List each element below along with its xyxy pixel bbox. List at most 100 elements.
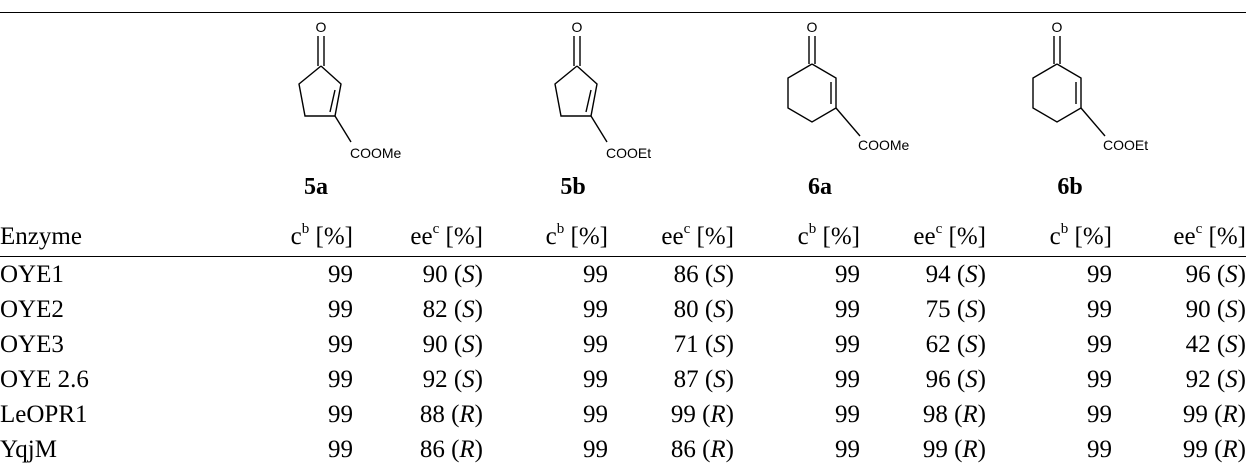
column-header-conversion: cb [%] — [228, 218, 353, 257]
ee-number: 80 ( — [673, 295, 714, 323]
enzyme-name: OYE3 — [0, 330, 64, 358]
configuration-label: S — [462, 365, 475, 393]
conversion-value: 99 — [1087, 365, 1112, 393]
conversion-symbol: c — [797, 223, 809, 250]
ee-value: 80 (S) — [608, 292, 734, 327]
ee-value: 86 (R) — [608, 432, 734, 467]
enzyme-name: OYE2 — [0, 295, 64, 323]
conversion-value: 99 — [835, 330, 860, 358]
conversion-value: 99 — [583, 400, 608, 428]
conversion-value: 99 — [835, 295, 860, 323]
ee-number: 99 ( — [1182, 435, 1223, 463]
enzyme-results-table: Enzyme cb [%] eec [%] cb [%] eec [%] cb … — [0, 218, 1246, 467]
ee-value: 92 (S) — [353, 362, 483, 397]
structure-5a: O COOMe — [258, 18, 402, 168]
closing-paren: ) — [725, 435, 734, 463]
enzyme-name: LeOPR1 — [0, 400, 88, 428]
closing-paren: ) — [977, 435, 986, 463]
footnote-mark: c — [683, 220, 691, 237]
closing-paren: ) — [1237, 435, 1246, 463]
closing-paren: ) — [1237, 330, 1246, 358]
substituent-label-6a: COOMe — [858, 137, 910, 153]
unit-label: [%] — [816, 223, 860, 250]
unit-label: [%] — [942, 223, 986, 250]
ee-symbol: ee — [913, 223, 936, 250]
ee-value: 82 (S) — [353, 292, 483, 327]
conversion-symbol: c — [290, 223, 302, 250]
compound-label-6a: 6a — [808, 174, 832, 200]
ee-number: 92 ( — [1185, 365, 1226, 393]
closing-paren: ) — [977, 365, 986, 393]
oxygen-label: O — [572, 19, 583, 35]
ee-number: 62 ( — [925, 330, 966, 358]
conversion-value: 99 — [328, 260, 353, 288]
ee-value: 96 (S) — [860, 362, 986, 397]
closing-paren: ) — [725, 260, 734, 288]
ee-symbol: ee — [1173, 223, 1196, 250]
ee-number: 86 ( — [670, 435, 711, 463]
ee-value: 90 (S) — [1112, 292, 1246, 327]
ee-number: 87 ( — [673, 365, 714, 393]
column-header-ee: eec [%] — [860, 218, 986, 257]
ee-value: 99 (R) — [608, 397, 734, 432]
column-header-ee: eec [%] — [353, 218, 483, 257]
ee-value: 62 (S) — [860, 327, 986, 362]
enzyme-name: YqjM — [0, 435, 57, 463]
ee-value: 86 (R) — [353, 432, 483, 467]
compound-label-5b: 5b — [560, 174, 586, 200]
configuration-label: R — [1222, 400, 1238, 428]
ee-number: 99 ( — [922, 435, 963, 463]
ee-value: 94 (S) — [860, 257, 986, 293]
closing-paren: ) — [725, 400, 734, 428]
footnote-mark: c — [935, 220, 943, 237]
substituent-label-6b: COOEt — [1103, 137, 1148, 153]
configuration-label: S — [713, 365, 726, 393]
closing-paren: ) — [474, 365, 483, 393]
structure-5b: O COOEt — [514, 18, 651, 168]
ee-number: 88 ( — [419, 400, 460, 428]
closing-paren: ) — [1237, 400, 1246, 428]
ee-number: 71 ( — [673, 330, 714, 358]
ee-number: 90 ( — [422, 330, 463, 358]
ee-value: 96 (S) — [1112, 257, 1246, 293]
conversion-value: 99 — [1087, 295, 1112, 323]
column-header-conversion: cb [%] — [483, 218, 608, 257]
configuration-label: S — [713, 295, 726, 323]
footnote-mark: c — [432, 220, 440, 237]
ee-value: 90 (S) — [353, 257, 483, 293]
conversion-symbol: c — [1049, 223, 1061, 250]
configuration-label: S — [1225, 330, 1238, 358]
configuration-label: S — [965, 260, 978, 288]
ee-value: 90 (S) — [353, 327, 483, 362]
unit-label: [%] — [439, 223, 483, 250]
substituent-label-5a: COOMe — [350, 145, 402, 161]
ee-value: 99 (R) — [1112, 397, 1246, 432]
unit-label: [%] — [690, 223, 734, 250]
conversion-value: 99 — [835, 365, 860, 393]
footnote-mark: b — [1060, 220, 1069, 237]
ee-value: 87 (S) — [608, 362, 734, 397]
conversion-value: 99 — [328, 365, 353, 393]
configuration-label: R — [459, 435, 475, 463]
unit-label: [%] — [1068, 223, 1112, 250]
footnote-mark: b — [556, 220, 565, 237]
footnote-mark: b — [808, 220, 817, 237]
closing-paren: ) — [474, 435, 483, 463]
structure-6b: O COOEt — [1005, 18, 1175, 168]
configuration-label: S — [713, 330, 726, 358]
closing-paren: ) — [977, 260, 986, 288]
ee-number: 99 ( — [1182, 400, 1223, 428]
configuration-label: S — [965, 330, 978, 358]
configuration-label: S — [965, 295, 978, 323]
conversion-value: 99 — [835, 400, 860, 428]
ee-number: 90 ( — [422, 260, 463, 288]
conversion-value: 99 — [835, 435, 860, 463]
oxygen-label: O — [1052, 19, 1063, 35]
ee-number: 75 ( — [925, 295, 966, 323]
conversion-value: 99 — [583, 365, 608, 393]
ee-value: 99 (R) — [860, 432, 986, 467]
configuration-label: R — [459, 400, 475, 428]
